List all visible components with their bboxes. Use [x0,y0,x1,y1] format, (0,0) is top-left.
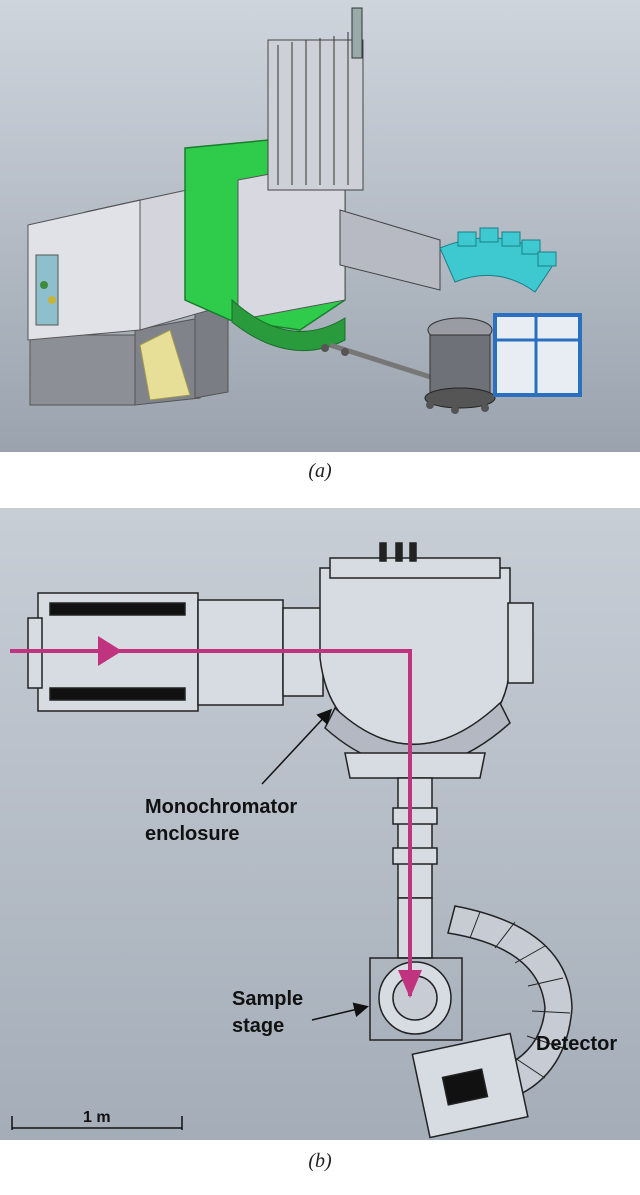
label-detector: Detector [536,1033,617,1055]
tube-flange-1 [392,807,438,825]
source-rail-bottom [49,687,186,701]
label-sample-1: Sample [232,988,303,1010]
mast-top [351,7,363,59]
label-sample-2: stage [232,1015,284,1037]
source-rail-top [49,602,186,616]
source-connector-icon-2 [48,296,56,304]
beam-direction-arrow-icon [98,636,122,666]
monochromator-base-plate [344,752,486,779]
beam-path [10,649,412,996]
beam-end-arrow-icon [398,970,422,998]
caption-b: (b) [308,1150,332,1172]
panel-b-top-view: Monochromator enclosure Sample stage Det… [0,508,640,1140]
source-connector-icon [40,281,48,289]
sample-stage-pointer [311,1002,369,1021]
panel-a-3d-render [0,0,640,452]
beam-tube-lower [397,897,433,959]
monochromator-pointer [261,708,333,785]
tube-flange-2 [392,847,438,865]
source-panel [35,254,59,326]
yellow-support [139,329,191,401]
instrument-3d-illustration [27,7,582,414]
monochromator-side-panel [507,602,534,684]
sample-stage-base [424,387,496,409]
label-monochromator-2: enclosure [145,823,239,845]
beam-guide-tube [339,209,441,291]
concrete-block-left [29,334,136,406]
scale-bar-label: 1 m [83,1109,111,1126]
label-monochromator-1: Monochromator [145,796,297,818]
crystal-mast [267,39,364,191]
drum-base-ring [231,298,346,351]
caption-a: (a) [308,460,332,482]
beam-tube-vertical [397,777,433,899]
instrument-top-view-schematic: Monochromator enclosure Sample stage Det… [10,542,617,1139]
sample-stage-body [429,334,491,396]
